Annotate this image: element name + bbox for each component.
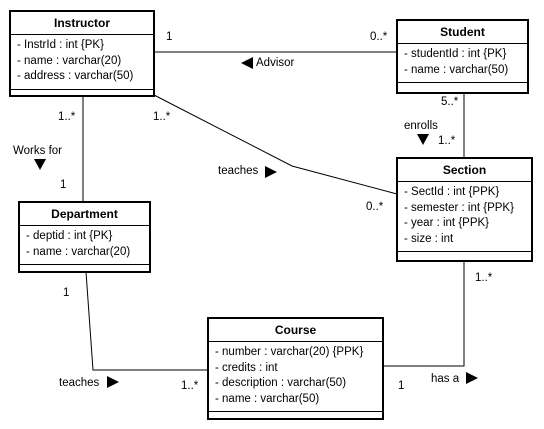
teaches-course-direction-arrow-icon <box>107 376 119 388</box>
student-class[interactable]: Student - studentId : int {PK} - name : … <box>396 19 529 94</box>
student-attr-id: - studentId : int {PK} <box>404 48 507 60</box>
section-attr-id: - SectId : int {PPK} <box>404 186 500 198</box>
course-attr-number: - number : varchar(20) {PPK} <box>215 346 364 358</box>
has-a-label: has a <box>431 373 460 385</box>
instructor-attr-id: - InstrId : int {PK} <box>17 39 104 51</box>
teaches-section-multiplicity-section: 0..* <box>366 201 384 213</box>
has-a-direction-arrow-icon <box>466 372 478 384</box>
course-class[interactable]: Course - number : varchar(20) {PPK} - cr… <box>207 317 384 420</box>
department-attributes: - deptid : int {PK} - name : varchar(20) <box>20 226 149 265</box>
teaches-course-line <box>85 271 208 371</box>
section-attr-semester: - semester : int {PPK} <box>404 201 514 214</box>
teaches-course-multiplicity-course: 1..* <box>181 380 199 392</box>
enrolls-multiplicity-section: 1..* <box>438 135 456 147</box>
teaches-section-line <box>153 94 398 195</box>
has-a-multiplicity-course: 1 <box>398 380 405 392</box>
department-attr-id: - deptid : int {PK} <box>26 230 113 242</box>
has-a-multiplicity-section: 1..* <box>475 272 493 284</box>
course-attributes: - number : varchar(20) {PPK} - credits :… <box>209 342 382 412</box>
advisor-label: Advisor <box>256 57 295 69</box>
department-attr-name: - name : varchar(20) <box>26 245 131 258</box>
teaches-section-direction-arrow-icon <box>265 166 277 178</box>
instructor-class-name: Instructor <box>11 12 153 35</box>
enrolls-multiplicity-student: 5..* <box>441 96 459 108</box>
section-attributes: - SectId : int {PPK} - semester : int {P… <box>398 182 531 252</box>
department-class-name: Department <box>20 203 149 226</box>
teaches-section-label: teaches <box>218 165 259 177</box>
teaches-course-multiplicity-department: 1 <box>63 287 70 299</box>
instructor-class[interactable]: Instructor - InstrId : int {PK} - name :… <box>9 10 155 97</box>
department-class[interactable]: Department - deptid : int {PK} - name : … <box>18 201 151 273</box>
course-attr-credits: - credits : int <box>215 361 278 374</box>
student-attributes: - studentId : int {PK} - name : varchar(… <box>398 44 527 83</box>
works-for-multiplicity-department: 1 <box>60 179 67 191</box>
advisor-multiplicity-student: 0..* <box>370 31 388 43</box>
section-attr-size: - size : int <box>404 232 454 245</box>
teaches-course-label: teaches <box>59 377 100 389</box>
advisor-direction-arrow-icon <box>241 57 253 69</box>
works-for-label: Works for <box>13 145 62 157</box>
student-attr-name: - name : varchar(50) <box>404 63 509 76</box>
course-attr-name: - name : varchar(50) <box>215 392 320 405</box>
works-for-multiplicity-instructor: 1..* <box>58 111 76 123</box>
student-class-name: Student <box>398 21 527 44</box>
instructor-attributes: - InstrId : int {PK} - name : varchar(20… <box>11 35 153 90</box>
course-attr-description: - description : varchar(50) <box>215 377 347 389</box>
course-class-name: Course <box>209 319 382 342</box>
enrolls-direction-arrow-icon <box>417 134 429 145</box>
works-for-direction-arrow-icon <box>34 159 46 170</box>
teaches-section-multiplicity-instructor: 1..* <box>153 111 171 123</box>
section-attr-year: - year : int {PPK} <box>404 217 490 229</box>
instructor-attr-address: - address : varchar(50) <box>17 70 134 82</box>
section-class-name: Section <box>398 159 531 182</box>
advisor-multiplicity-instructor: 1 <box>166 31 173 43</box>
section-class[interactable]: Section - SectId : int {PPK} - semester … <box>396 157 533 262</box>
enrolls-label: enrolls <box>404 120 438 132</box>
instructor-attr-name: - name : varchar(20) <box>17 54 122 67</box>
has-a-line <box>383 262 465 367</box>
